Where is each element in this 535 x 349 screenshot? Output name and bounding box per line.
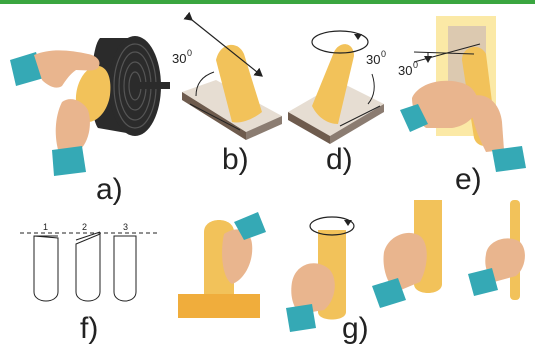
grip-step (468, 200, 525, 300)
wax-block-icon (312, 44, 354, 124)
panel-label: e) (455, 163, 482, 196)
panel-a: a) (10, 36, 170, 206)
hand-icon (291, 263, 335, 314)
sleeve-icon (468, 268, 498, 296)
angle-label: 30 (398, 63, 412, 78)
mark-label: 3 (123, 222, 128, 232)
angle-unit: 0 (413, 60, 418, 70)
hand-icon (10, 50, 100, 88)
rotation-arrowhead-icon (354, 34, 362, 40)
panel-label: a) (96, 173, 123, 206)
hand-icon (222, 229, 253, 284)
tip-profile-icon (75, 233, 101, 302)
panel-g: g) (178, 200, 525, 345)
mark-label: 1 (43, 222, 48, 232)
panel-f: 1 2 3 f) (20, 222, 160, 345)
angle-arc (195, 71, 215, 97)
guide-line (413, 51, 475, 55)
panel-label: f) (80, 312, 98, 345)
angle-label: 30 (366, 52, 380, 67)
hand-icon (52, 99, 90, 176)
accent-bar (0, 0, 535, 4)
motion-arrow-icon (183, 11, 263, 77)
grip-step (178, 212, 266, 318)
panel-label: g) (342, 312, 369, 345)
sleeve-icon (286, 304, 316, 332)
hand-icon (400, 80, 478, 132)
tip-edge (75, 231, 101, 241)
guide-line (189, 103, 241, 131)
panel-d: 30 0 d) (288, 30, 386, 176)
tip-profile-icon (33, 235, 59, 302)
polishing-wheel-icon (91, 36, 170, 136)
angle-label: 30 (172, 51, 186, 66)
rotation-arrowhead-icon (344, 220, 352, 226)
panel-label: d) (326, 143, 353, 176)
panel-b: 30 0 b) (172, 11, 282, 176)
sleeve-icon (234, 212, 266, 240)
angle-unit: 0 (381, 49, 386, 59)
grip-step (286, 216, 355, 332)
hand-icon (471, 95, 526, 172)
hand-icon (383, 232, 427, 292)
orange-base (178, 294, 260, 318)
rotation-arrow-icon (311, 30, 369, 54)
sleeve-icon (372, 278, 406, 308)
rotation-arrow-icon (309, 216, 355, 236)
panel-e: 30 0 e) (398, 16, 526, 196)
hand-icon (485, 238, 525, 282)
mark-label: 2 (82, 222, 87, 232)
grip-step (372, 200, 442, 308)
tip-profile-icon (113, 235, 137, 302)
guide-line (339, 105, 381, 127)
panel-label: b) (222, 143, 249, 176)
angle-arc (367, 73, 375, 105)
angle-unit: 0 (187, 48, 192, 58)
